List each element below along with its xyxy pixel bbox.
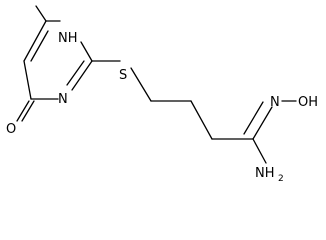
atom-hydroxyl: OH bbox=[298, 95, 318, 110]
bond-n1-c2 bbox=[80, 41, 93, 62]
bond-c-n-oxime bbox=[252, 106, 273, 140]
bond-n3-c2 bbox=[71, 60, 93, 91]
atom-ring-nh: NH bbox=[58, 31, 78, 46]
atom-ring-n: N bbox=[58, 92, 68, 107]
bond-c-nh2 bbox=[252, 138, 267, 164]
molecule-structure-drawing: NH N O S N OH NH 2 bbox=[6, 5, 318, 184]
bond-c6-c5-double bbox=[30, 30, 49, 62]
bond-methyl-c6 bbox=[35, 5, 47, 22]
atom-oxime-n: N bbox=[270, 95, 280, 110]
atom-thioether-s: S bbox=[119, 68, 127, 83]
bond-c5-c4 bbox=[23, 60, 32, 100]
atom-amine: NH bbox=[255, 166, 275, 181]
bond-s-ch2a bbox=[130, 67, 152, 102]
bond-n3-c2-double bbox=[66, 60, 85, 86]
bond-c6-c5 bbox=[23, 20, 47, 62]
atom-carbonyl-o: O bbox=[6, 122, 16, 137]
bond-c4-o-double bbox=[21, 100, 35, 122]
bond-c4-o bbox=[16, 100, 30, 122]
bond-ch2b-ch2c bbox=[190, 100, 213, 140]
bond-c-n-oxime-double bbox=[243, 101, 264, 135]
atom-amine-subscript: 2 bbox=[278, 174, 284, 184]
